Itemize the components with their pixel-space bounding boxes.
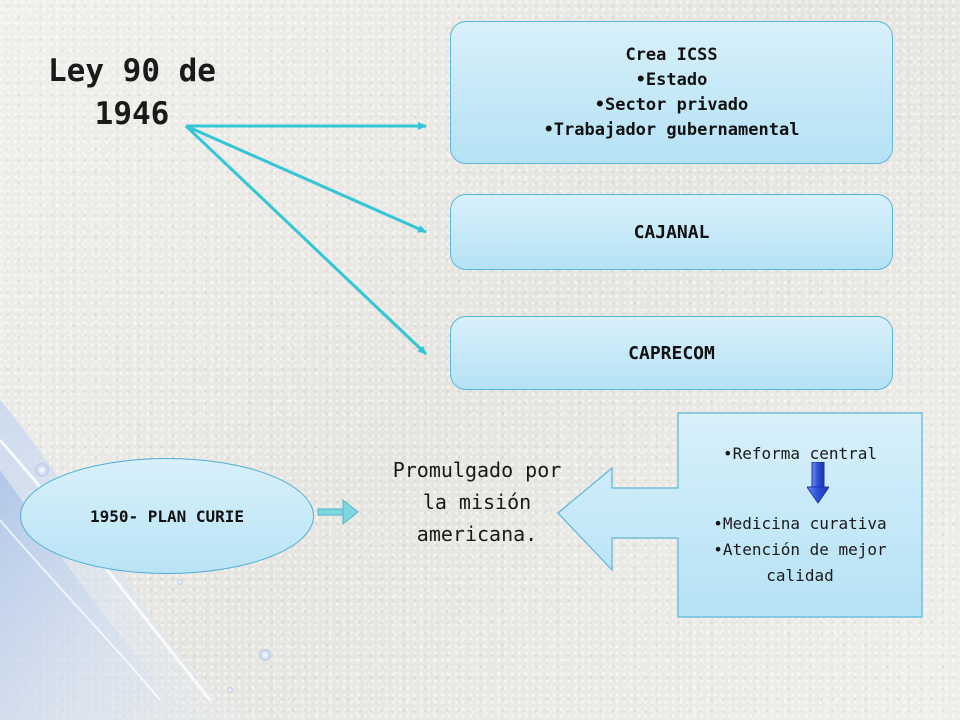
down-arrow-icon xyxy=(807,462,829,504)
icss-item: •Sector privado xyxy=(594,94,749,115)
reforma-callout: •Reforma central •Medicina curativa •Ate… xyxy=(678,413,922,617)
callout-item: •Atención de mejor xyxy=(713,540,887,559)
orb-decoration xyxy=(227,687,233,693)
icss-box: Crea ICSS •Estado •Sector privado •Traba… xyxy=(450,21,893,164)
plan-arrow-icon xyxy=(317,498,359,526)
caprecom-box: CAPRECOM xyxy=(450,316,893,390)
orb-decoration xyxy=(259,649,271,661)
orb-decoration xyxy=(35,463,49,477)
promulgado-text: Promulgado por la misión americana. xyxy=(352,454,602,550)
cajanal-label: CAJANAL xyxy=(633,221,710,243)
title-line-1: Ley 90 de xyxy=(48,53,216,89)
caprecom-label: CAPRECOM xyxy=(628,342,715,364)
promulgado-line: americana. xyxy=(416,522,538,546)
title-line-2: 1946 xyxy=(94,96,170,132)
callout-item: •Medicina curativa xyxy=(713,514,887,533)
icss-item: •Estado xyxy=(635,69,708,90)
promulgado-line: la misión xyxy=(422,490,532,514)
callout-arrow-shape xyxy=(557,412,923,618)
cajanal-box: CAJANAL xyxy=(450,194,893,270)
promulgado-line: Promulgado por xyxy=(392,458,562,482)
slide-title: Ley 90 de 1946 xyxy=(22,50,242,136)
callout-item: calidad xyxy=(766,566,834,585)
icss-item: •Trabajador gubernamental xyxy=(543,119,800,140)
wave-shape xyxy=(0,470,200,720)
callout-first-item: •Reforma central xyxy=(722,444,878,463)
wave-line xyxy=(0,519,161,701)
connector-to-cajanal xyxy=(185,124,427,234)
connector-to-caprecom xyxy=(184,124,428,356)
orb-decoration xyxy=(177,579,183,585)
plan-curie-ellipse: 1950- PLAN CURIE xyxy=(20,458,314,574)
icss-heading: Crea ICSS xyxy=(625,44,718,65)
plan-curie-label: 1950- PLAN CURIE xyxy=(89,506,245,526)
